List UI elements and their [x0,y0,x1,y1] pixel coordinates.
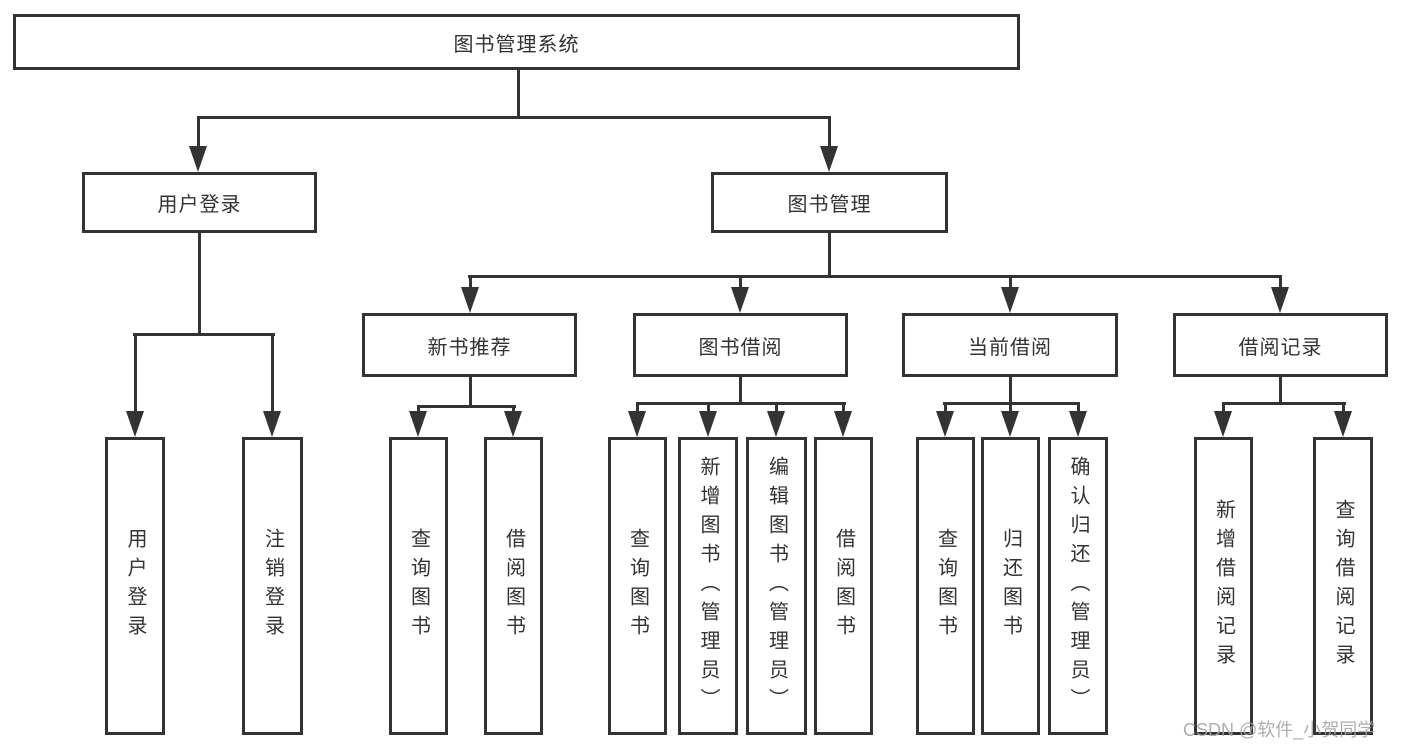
leaf-current-query-books: 查询图书 [916,437,975,735]
connector-line [1077,402,1080,413]
leaf-records-query-borrow-record: 查询借阅记录 [1313,437,1373,735]
node-label: 图书借阅 [698,336,783,359]
node-current-borrowing: 当前借阅 [902,313,1118,377]
node-label: 查询借阅记录 [1332,499,1354,673]
node-label: 注销登录 [261,528,284,644]
leaf-records-add-borrow-record: 新增借阅记录 [1194,437,1253,735]
arrow-down-icon [834,411,852,437]
node-label: 图书管理 [787,194,872,216]
arrow-down-icon [1334,411,1352,437]
leaf-borrow-query-books: 查询图书 [608,437,667,735]
arrow-down-icon [126,411,144,437]
connector-line [1222,402,1346,405]
arrow-down-icon [1001,411,1019,437]
leaf-newbook-query-books: 查询图书 [389,437,448,735]
connector-line [197,116,831,119]
connector-line [512,405,515,413]
arrow-down-icon [820,146,838,172]
node-label: 确认归还（管理员） [1067,455,1089,717]
arrow-down-icon [628,411,646,437]
connector-line [1279,377,1282,405]
arrow-down-icon [189,146,207,172]
arrow-down-icon [409,411,427,437]
node-borrowing-records: 借阅记录 [1173,313,1388,377]
connector-line [1009,402,1012,413]
connector-line [517,70,520,119]
connector-line [1279,275,1282,289]
connector-line [739,275,742,289]
node-label: 归还图书 [999,528,1022,644]
node-library-management-system: 图书管理系统 [13,14,1020,70]
node-label: 新书推荐 [427,336,512,359]
connector-line [417,405,516,408]
leaf-current-confirm-return-admin: 确认归还（管理员） [1048,437,1108,735]
connector-line [468,275,1282,278]
node-label: 用户登录 [124,528,146,644]
connector-line [198,233,201,336]
connector-line [417,405,420,413]
connector-line [1222,402,1225,413]
arrow-down-icon [504,411,522,437]
connector-line [133,333,275,336]
leaf-borrow-add-books-admin: 新增图书（管理员） [678,437,738,735]
arrow-down-icon [767,411,785,437]
node-label: 编辑图书（管理员） [765,455,788,717]
node-label: 用户登录 [157,194,242,216]
node-label: 新增借阅记录 [1212,499,1235,673]
connector-line [1009,275,1012,289]
node-label: 借阅图书 [832,528,855,644]
leaf-current-return-books: 归还图书 [981,437,1040,735]
connector-line [842,402,845,413]
node-label: 借阅记录 [1238,336,1323,359]
node-label: 查询图书 [934,528,957,644]
connector-line [944,402,947,413]
connector-line [469,275,472,289]
node-label: 查询图书 [626,528,649,644]
connector-line [636,402,639,413]
connector-line [775,402,778,413]
leaf-logout: 注销登录 [242,437,303,735]
connector-line [636,402,846,405]
node-book-borrowing: 图书借阅 [633,313,848,377]
node-label: 当前借阅 [968,336,1052,359]
arrow-down-icon [263,411,281,437]
arrow-down-icon [936,411,954,437]
connector-line [1009,376,1012,405]
node-book-management: 图书管理 [711,172,948,233]
node-user-login: 用户登录 [82,172,317,233]
node-label: 查询图书 [407,528,430,644]
arrow-down-icon [1001,287,1019,313]
connector-line [134,333,137,413]
node-new-book-recommendation: 新书推荐 [362,313,577,377]
connector-line [707,402,710,413]
connector-line [197,116,200,148]
connector-line [271,333,274,413]
arrow-down-icon [1069,411,1087,437]
arrow-down-icon [1271,287,1289,313]
arrow-down-icon [731,287,749,313]
arrow-down-icon [461,287,479,313]
connector-line [1342,402,1345,413]
connector-line [828,116,831,148]
node-label: 借阅图书 [502,528,525,644]
leaf-borrow-borrow-books: 借阅图书 [814,437,873,735]
leaf-newbook-borrow-books: 借阅图书 [484,437,543,735]
node-label: 图书管理系统 [453,33,580,56]
leaf-borrow-edit-books-admin: 编辑图书（管理员） [746,437,807,735]
connector-line [828,233,831,278]
node-label: 新增图书（管理员） [697,455,719,717]
watermark: CSDN @软件_小贺同学 [1183,720,1376,740]
connector-line [469,377,472,408]
arrow-down-icon [699,411,717,437]
connector-line [739,377,742,405]
arrow-down-icon [1214,411,1232,437]
leaf-user-login: 用户登录 [105,437,165,735]
